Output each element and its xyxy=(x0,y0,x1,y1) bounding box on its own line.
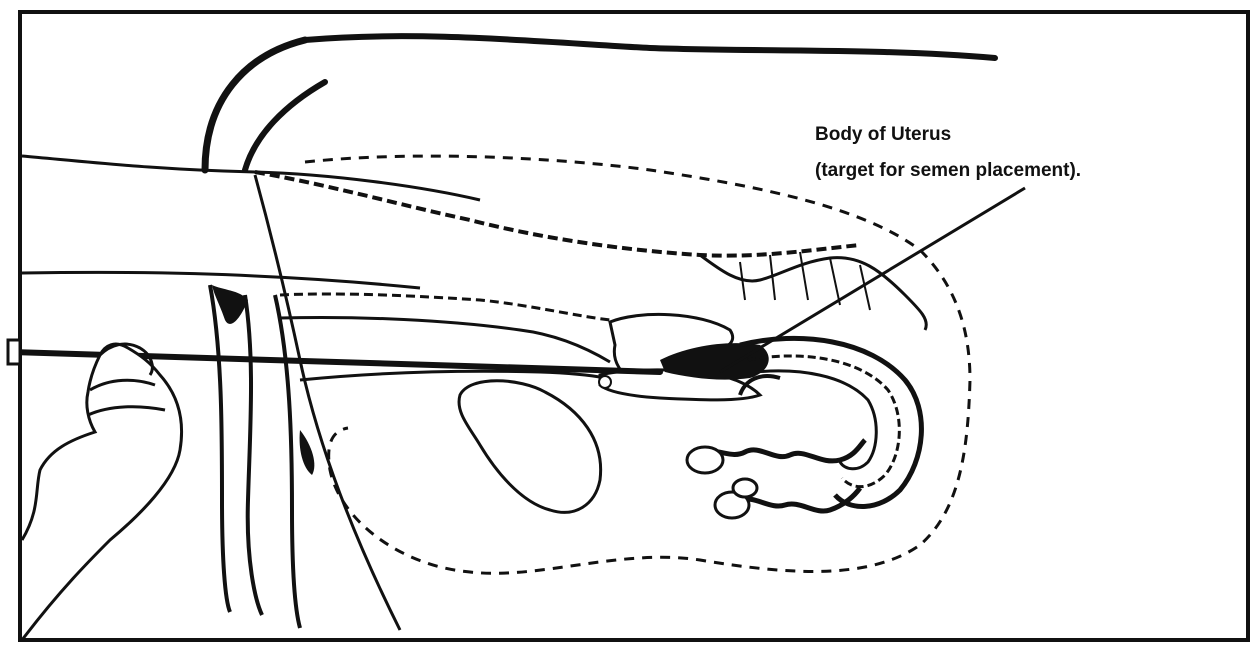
vagina-upper-line xyxy=(280,318,610,363)
callout-label-title: Body of Uterus xyxy=(815,124,951,145)
rod-tip xyxy=(599,376,611,388)
ovary-lower-2 xyxy=(733,479,757,497)
rod-handle-cap xyxy=(8,340,20,364)
tail-inner-line xyxy=(245,82,325,170)
callout-label-subtitle: (target for semen placement). xyxy=(815,160,1081,181)
rectum-wall-upper xyxy=(255,172,860,256)
cow-back-outline xyxy=(305,36,995,58)
vagina-lower-line xyxy=(300,371,605,380)
vulva-mark-upper xyxy=(212,285,248,324)
bladder xyxy=(459,381,601,513)
operator-hand-holding-rod xyxy=(22,344,182,640)
operator-arm-lower-edge xyxy=(22,272,420,288)
leg-line-right xyxy=(255,175,400,630)
uterine-ligament-folds xyxy=(700,255,926,330)
operator-arm-upper-edge xyxy=(22,156,480,200)
oviduct-upper xyxy=(700,440,865,461)
ovary-upper xyxy=(687,447,723,473)
callout-pointer-line xyxy=(720,188,1025,372)
leg-line-left xyxy=(210,285,230,612)
leg-line-middle-left xyxy=(245,295,262,615)
vulva-mark-lower xyxy=(300,430,315,475)
